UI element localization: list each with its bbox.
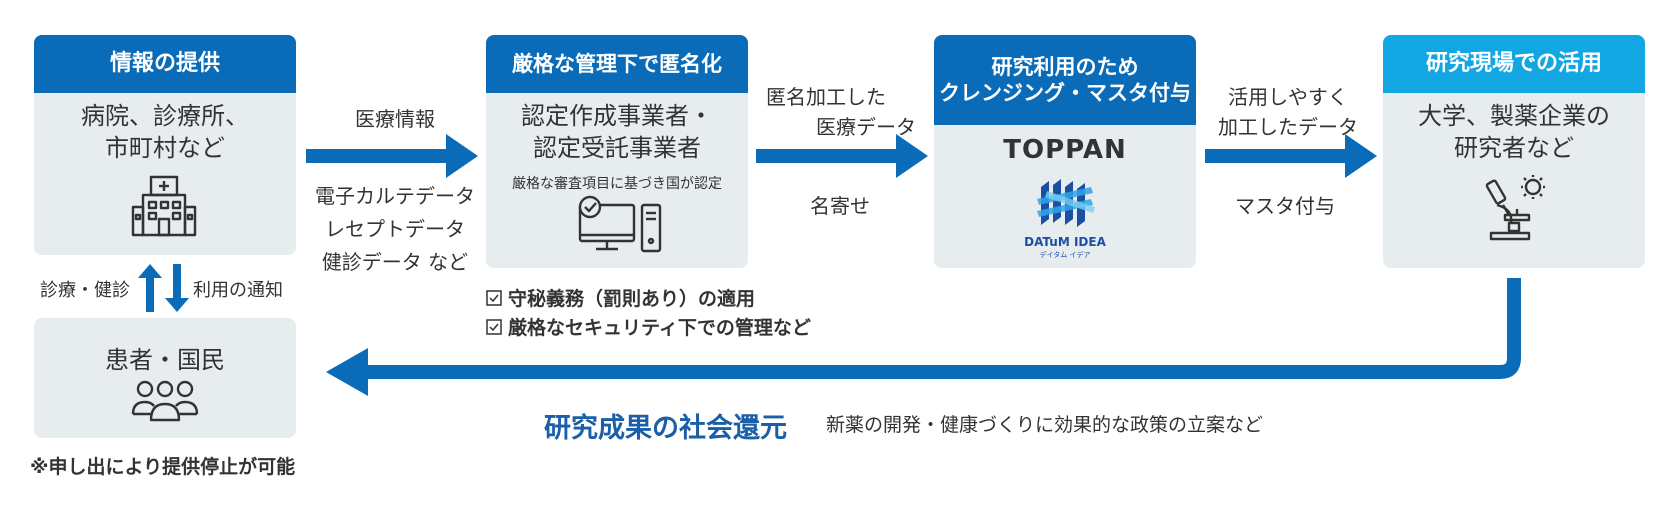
- provider-line-2: 市町村など: [105, 133, 225, 162]
- footnote: ※申し出により提供停止が可能: [30, 456, 296, 478]
- cleansing-card-title: 研究利用のため クレンジング・マスタ付与: [934, 35, 1196, 125]
- cleansing-title-line-1: 研究利用のため: [991, 54, 1139, 79]
- datum-idea-logo: [1035, 177, 1097, 233]
- checkbox-icon: [486, 318, 502, 335]
- anonymize-card-text: 認定作成事業者・ 認定受託事業者: [486, 101, 748, 164]
- cleansing-card: 研究利用のため クレンジング・マスタ付与 TOPPAN DATuM IDEA デ…: [934, 35, 1196, 268]
- processed-line-2: 加工したデータ: [1218, 115, 1358, 139]
- research-line-1: 大学、製薬企業の: [1418, 102, 1610, 130]
- flow-arrow-2: [756, 134, 928, 178]
- company-name: TOPPAN: [1003, 135, 1127, 165]
- anonymize-line-2: 認定受託事業者: [533, 133, 701, 162]
- data-list: 電子カルテデータ レセプトデータ 健診データ など: [300, 180, 490, 279]
- checkbox-icon: [486, 289, 502, 306]
- check-item-2-text: 厳格なセキュリティ下での管理など: [508, 317, 811, 339]
- arrow-down-icon: [165, 264, 189, 312]
- processed-line-1: 活用しやすく: [1228, 85, 1348, 109]
- data-list-item-2: レセプトデータ: [325, 217, 465, 241]
- name-matching-label: 名寄せ: [810, 194, 870, 218]
- hospital-icon: [131, 175, 197, 237]
- arrow-up-icon: [138, 264, 162, 312]
- anon-data-line-2: 医療データ: [816, 115, 916, 139]
- microscope-icon: [1483, 175, 1547, 241]
- provider-card: 情報の提供 病院、診療所、 市町村など: [34, 35, 296, 255]
- research-card: 研究現場での活用 大学、製薬企業の 研究者など: [1383, 35, 1645, 268]
- research-line-2: 研究者など: [1454, 133, 1574, 162]
- medical-info-label: 医療情報: [355, 107, 435, 131]
- research-card-title: 研究現場での活用: [1383, 35, 1645, 93]
- flow-arrow-3: [1205, 134, 1377, 178]
- provider-card-title: 情報の提供: [34, 35, 296, 93]
- flow-arrow-1: [306, 134, 478, 178]
- return-arrow: [326, 278, 1530, 398]
- data-list-item-3: 健診データ など: [321, 250, 469, 274]
- check-item-1-text: 守秘義務（罰則あり）の適用: [508, 288, 756, 310]
- return-title: 研究成果の社会還元: [544, 413, 787, 444]
- data-list-item-1: 電子カルテデータ: [315, 184, 475, 208]
- check-item-1: 守秘義務（罰則あり）の適用: [486, 284, 755, 311]
- patients-card: 患者・国民: [34, 318, 296, 438]
- anonymize-line-1: 認定作成事業者・: [521, 102, 713, 130]
- computer-check-icon: [578, 195, 662, 255]
- datum-idea-logo-sub: デイタム イデア: [1039, 251, 1091, 259]
- people-icon: [131, 380, 199, 422]
- research-card-text: 大学、製薬企業の 研究者など: [1383, 101, 1645, 164]
- processed-data-label: 活用しやすく 加工したデータ: [1208, 82, 1368, 142]
- master-label: マスタ付与: [1235, 194, 1335, 218]
- provider-line-1: 病院、診療所、: [81, 102, 249, 130]
- return-desc: 新薬の開発・健康づくりに効果的な政策の立案など: [826, 414, 1264, 436]
- patients-card-title: 患者・国民: [105, 346, 225, 374]
- usage-notice-label: 利用の通知: [193, 280, 283, 301]
- anon-data-label: 匿名加工した 医療データ: [766, 82, 916, 142]
- checkup-label: 診療・健診: [40, 280, 130, 301]
- anonymize-sub: 厳格な審査項目に基づき国が認定: [512, 176, 722, 192]
- anonymize-card: 厳格な管理下で匿名化 認定作成事業者・ 認定受託事業者 厳格な審査項目に基づき国…: [486, 35, 748, 268]
- provider-card-text: 病院、診療所、 市町村など: [34, 101, 296, 164]
- datum-idea-logo-text: DATuM IDEA: [1024, 235, 1106, 249]
- anonymize-card-title: 厳格な管理下で匿名化: [486, 35, 748, 93]
- cleansing-title-line-2: クレンジング・マスタ付与: [939, 81, 1191, 105]
- anon-data-line-1: 匿名加工した: [766, 85, 886, 109]
- check-item-2: 厳格なセキュリティ下での管理など: [486, 313, 811, 340]
